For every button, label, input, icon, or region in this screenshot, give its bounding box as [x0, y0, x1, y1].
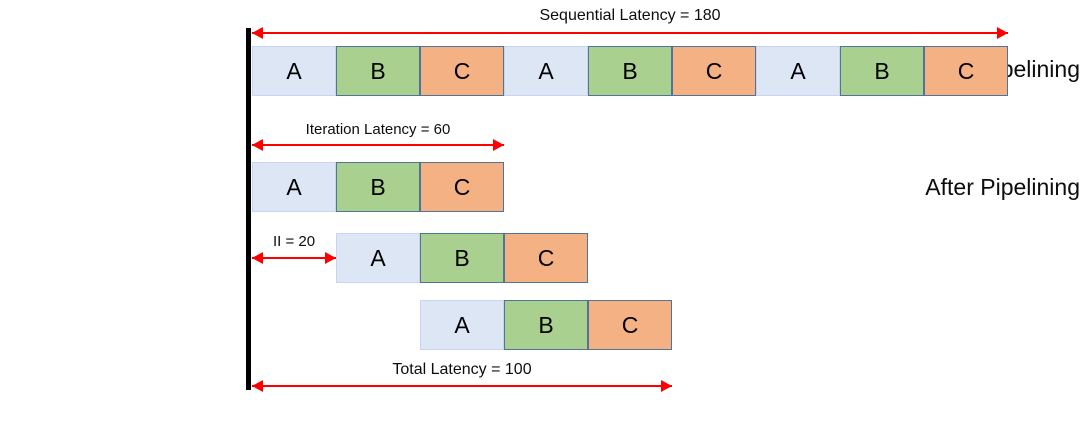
block-c: C: [420, 46, 504, 96]
arrow-head-right-icon: [493, 139, 504, 151]
initiation-interval-caption: II = 20: [272, 233, 316, 250]
arrow-shaft: [252, 257, 336, 259]
block-b: B: [504, 300, 588, 350]
total-latency-arrow: [252, 379, 672, 393]
block-c: C: [420, 162, 504, 212]
arrow-head-left-icon: [252, 380, 263, 392]
arrow-shaft: [252, 144, 504, 146]
initiation-interval-arrow: [252, 251, 336, 265]
arrow-shaft: [252, 385, 672, 387]
block-b: B: [420, 233, 504, 283]
block-c: C: [924, 46, 1008, 96]
row-label-after-pipelining: After Pipelining: [925, 174, 1080, 200]
block-c: C: [504, 233, 588, 283]
iteration-latency-arrow: [252, 138, 504, 152]
total-latency-caption: Total Latency = 100: [392, 361, 532, 378]
arrow-head-right-icon: [325, 252, 336, 264]
block-a: A: [504, 46, 588, 96]
block-b: B: [336, 46, 420, 96]
arrow-head-left-icon: [252, 139, 263, 151]
block-b: B: [336, 162, 420, 212]
sequential-latency-arrow: [252, 26, 1008, 40]
arrow-head-left-icon: [252, 27, 263, 39]
iteration-latency-caption: Iteration Latency = 60: [305, 121, 451, 138]
arrow-head-left-icon: [252, 252, 263, 264]
arrow-shaft: [252, 32, 1008, 34]
sequential-latency-caption: Sequential Latency = 180: [539, 7, 721, 24]
block-a: A: [252, 46, 336, 96]
block-a: A: [756, 46, 840, 96]
block-c: C: [588, 300, 672, 350]
block-b: B: [588, 46, 672, 96]
time-origin-axis: [246, 28, 251, 390]
arrow-head-right-icon: [661, 380, 672, 392]
block-b: B: [840, 46, 924, 96]
block-a: A: [336, 233, 420, 283]
block-a: A: [252, 162, 336, 212]
arrow-head-right-icon: [997, 27, 1008, 39]
block-a: A: [420, 300, 504, 350]
block-c: C: [672, 46, 756, 96]
